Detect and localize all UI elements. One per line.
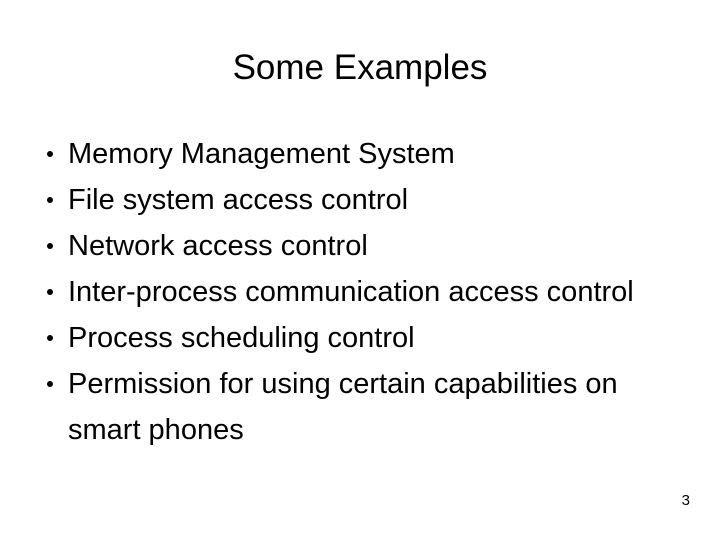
- bullet-list: Memory Management System File system acc…: [44, 131, 692, 453]
- bullet-dot-icon: [47, 243, 53, 249]
- list-item-label: Network access control: [68, 230, 368, 262]
- list-item: Permission for using certain capabilitie…: [44, 361, 692, 453]
- list-item-label: File system access control: [68, 184, 409, 216]
- list-item-label: Inter-process communication access contr…: [68, 276, 634, 308]
- list-item: Inter-process communication access contr…: [44, 269, 692, 315]
- list-item: Network access control: [44, 223, 692, 269]
- list-item-label: Permission for using certain capabilitie…: [68, 368, 618, 446]
- bullet-dot-icon: [47, 381, 53, 387]
- list-item-label: Memory Management System: [68, 138, 455, 170]
- list-item-label: Process scheduling control: [68, 322, 415, 354]
- list-item: Process scheduling control: [44, 315, 692, 361]
- page-title: Some Examples: [232, 48, 488, 87]
- page-number: 3: [681, 492, 690, 509]
- bullet-dot-icon: [47, 197, 53, 203]
- bullet-dot-icon: [47, 335, 53, 341]
- list-item: Memory Management System: [44, 131, 692, 177]
- bullet-dot-icon: [47, 289, 53, 295]
- list-item: File system access control: [44, 177, 692, 223]
- bullet-dot-icon: [47, 151, 53, 157]
